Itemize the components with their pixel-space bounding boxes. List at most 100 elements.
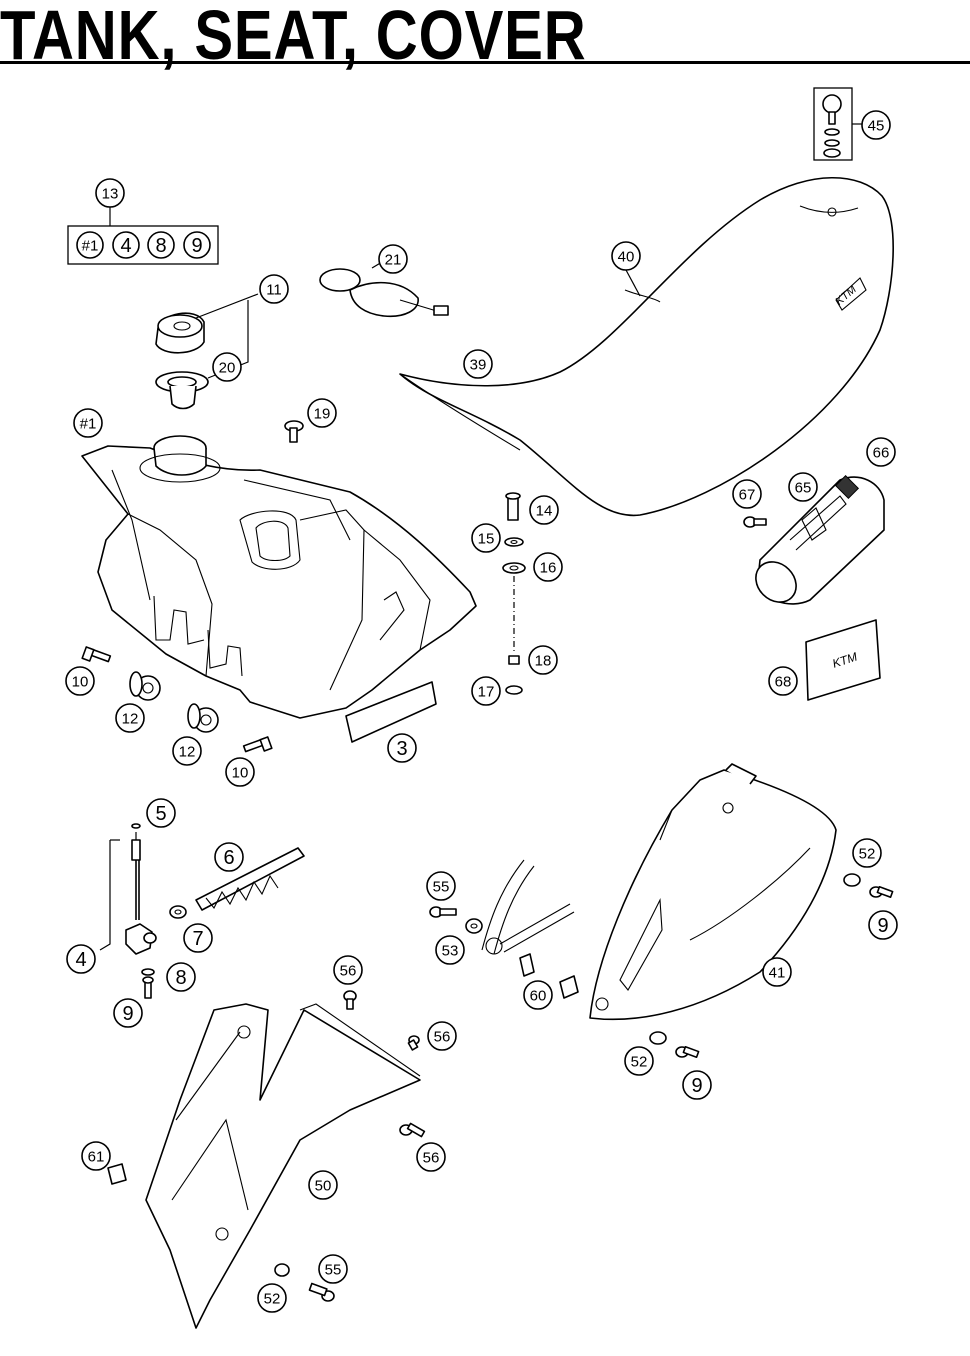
part-10-screw-lower xyxy=(242,736,273,753)
callout-label: 10 xyxy=(72,674,89,691)
callout-label: 18 xyxy=(535,653,552,670)
callout-label: 66 xyxy=(873,445,890,462)
callout-7: 7 xyxy=(183,923,213,953)
part-9-screw-right xyxy=(869,885,894,899)
page-title: TANK, SEAT, COVER xyxy=(0,0,587,74)
callout-55a: 55 xyxy=(426,871,456,901)
callout-41: 41 xyxy=(762,957,792,987)
part-9-screw-mid xyxy=(675,1045,700,1059)
callout-56a: 56 xyxy=(333,955,363,985)
callout-circle xyxy=(66,944,96,974)
part-10-screw-upper xyxy=(81,646,112,663)
callout-circle xyxy=(529,495,559,525)
part-19-screw xyxy=(284,420,304,443)
part-3-adhesive-strip xyxy=(345,681,437,743)
callout-circle xyxy=(183,923,213,953)
callout-39: 39 xyxy=(463,349,493,379)
callout-circle xyxy=(257,1283,287,1313)
part-52-bushing-right xyxy=(843,873,861,887)
callout-circle xyxy=(65,666,95,696)
kit-item-0: #1 xyxy=(76,231,104,259)
callout-8: 8 xyxy=(166,962,196,992)
callout-15: 15 xyxy=(471,523,501,553)
callout-label: 7 xyxy=(192,928,203,950)
callout-label: 21 xyxy=(385,252,402,269)
callout-circle xyxy=(852,838,882,868)
kit-item-label: 4 xyxy=(120,235,131,257)
callout-52a: 52 xyxy=(852,838,882,868)
callout-label: 56 xyxy=(423,1150,440,1167)
part-56-screw-b xyxy=(407,1035,420,1051)
callout-circle xyxy=(523,980,553,1010)
callout-label: 45 xyxy=(868,118,885,135)
callout-circle xyxy=(866,437,896,467)
part-21-tank-cap-cover xyxy=(319,261,449,318)
callout-circle xyxy=(81,1141,111,1171)
callout-circle xyxy=(318,1254,348,1284)
callout-label: 67 xyxy=(739,487,756,504)
kit-item-label: 9 xyxy=(191,235,202,257)
callout-circle xyxy=(172,736,202,766)
callout-12b: 12 xyxy=(172,736,202,766)
callout-circle xyxy=(426,871,456,901)
callout-label: 41 xyxy=(769,965,786,982)
callout-66: 66 xyxy=(866,437,896,467)
callout-circle xyxy=(682,1070,712,1100)
callout-65: 65 xyxy=(788,472,818,502)
callout-3: 3 xyxy=(387,733,417,763)
part-12-bushing-lower xyxy=(187,703,219,733)
callout-label: 52 xyxy=(264,1291,281,1308)
callout-circle xyxy=(416,1142,446,1172)
callout-circle xyxy=(115,703,145,733)
callout-19: 19 xyxy=(307,398,337,428)
callout-6: 6 xyxy=(214,842,244,872)
callout-circle xyxy=(308,1170,338,1200)
part-45-fastener-kit xyxy=(813,87,862,161)
callout-label: 3 xyxy=(396,738,407,760)
callout-17: 17 xyxy=(471,676,501,706)
part-55-screw-bottom xyxy=(308,1282,335,1302)
callout-label: 53 xyxy=(442,943,459,960)
part-52-bushing-mid xyxy=(649,1031,667,1045)
callout-9a: 9 xyxy=(113,998,143,1028)
callout-18: 18 xyxy=(528,645,558,675)
callout-4: 4 xyxy=(66,944,96,974)
kit-item-circle xyxy=(183,231,211,259)
part-52-bushing-bottom xyxy=(274,1263,290,1277)
callout-12a: 12 xyxy=(115,703,145,733)
callout-56b: 56 xyxy=(427,1021,457,1051)
part-68-decal: KTM xyxy=(805,619,881,701)
callout-circle xyxy=(611,241,641,271)
callout-label: 13 xyxy=(102,186,119,203)
callout-circle xyxy=(214,842,244,872)
callout-9c: 9 xyxy=(682,1070,712,1100)
title-rule xyxy=(0,61,970,64)
callout-label: #1 xyxy=(80,416,97,433)
callout-label: 6 xyxy=(223,847,234,869)
callout-52b: 52 xyxy=(624,1046,654,1076)
callout-13: 13 xyxy=(95,178,125,208)
callout-45: 45 xyxy=(861,110,891,140)
callout-label: 61 xyxy=(88,1149,105,1166)
callout-circle xyxy=(378,244,408,274)
callout-label: 15 xyxy=(478,531,495,548)
callout-circle xyxy=(528,645,558,675)
part-41-side-cover xyxy=(589,763,837,1021)
callout-label: 16 xyxy=(540,560,557,577)
callout-14: 14 xyxy=(529,495,559,525)
callout-circle xyxy=(788,472,818,502)
part-67-screw xyxy=(743,516,767,528)
callout-40: 40 xyxy=(611,241,641,271)
callout-20: 20 xyxy=(212,352,242,382)
callout-label: 11 xyxy=(266,282,282,299)
part-12-bushing-upper xyxy=(129,671,161,701)
kit-item-circle xyxy=(76,231,104,259)
callout-52c: 52 xyxy=(257,1283,287,1313)
callout-circle xyxy=(259,274,289,304)
part-4-fuel-tap xyxy=(99,823,157,955)
part-8-washer xyxy=(141,968,155,976)
part-9-screw-fuel-tap xyxy=(142,976,154,999)
callout-label: 50 xyxy=(315,1178,332,1195)
callout-label: 60 xyxy=(530,988,547,1005)
callout-label: 52 xyxy=(859,846,876,863)
